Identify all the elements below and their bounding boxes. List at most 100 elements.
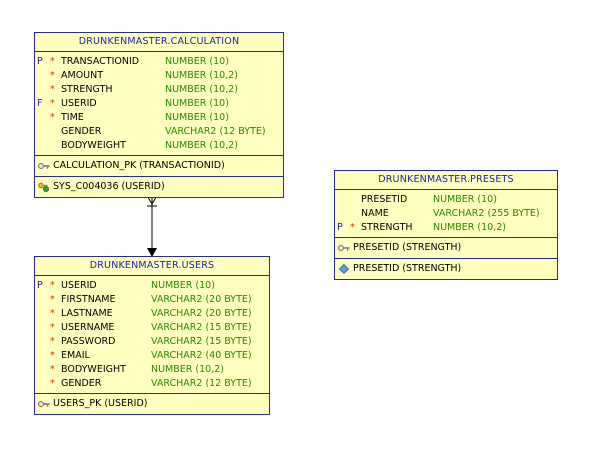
table-calculation[interactable]: DRUNKENMASTER.CALCULATION P * TRANSACTIONI… — [34, 32, 284, 198]
column-type: VARCHAR2 (12 BYTE) — [151, 378, 252, 389]
indexes-section: PRESETID (STRENGTH) — [335, 259, 557, 279]
required-mark: * — [50, 378, 55, 389]
column-type: VARCHAR2 (20 BYTE) — [151, 308, 252, 319]
column-flag: F — [37, 98, 43, 109]
column-type: NUMBER (10,2) — [433, 222, 506, 233]
column-row[interactable]: * EMAIL VARCHAR2 (40 BYTE) — [35, 349, 269, 363]
column-type: NUMBER (10) — [165, 112, 229, 123]
column-name: TIME — [61, 112, 84, 123]
column-row[interactable]: F * USERID NUMBER (10) — [35, 97, 283, 111]
arrow-head — [147, 248, 157, 257]
column-name: AMOUNT — [61, 70, 104, 81]
column-type: NUMBER (10) — [433, 194, 497, 205]
constraint-label: SYS_C004036 (USERID) — [53, 181, 165, 192]
column-name: TRANSACTIONID — [61, 56, 140, 67]
column-name: GENDER — [61, 126, 102, 137]
column-row[interactable]: GENDER VARCHAR2 (12 BYTE) — [35, 125, 283, 139]
column-name: USERID — [61, 98, 97, 109]
column-type: VARCHAR2 (15 BYTE) — [151, 322, 252, 333]
column-type: VARCHAR2 (255 BYTE) — [433, 208, 540, 219]
column-row[interactable]: * GENDER VARCHAR2 (12 BYTE) — [35, 377, 269, 391]
column-row[interactable]: * LASTNAME VARCHAR2 (20 BYTE) — [35, 307, 269, 321]
column-name: EMAIL — [61, 350, 90, 361]
column-name: PRESETID — [361, 194, 408, 205]
table-presets[interactable]: DRUNKENMASTER.PRESETS PRESETID NUMBER (10… — [334, 170, 558, 280]
required-mark: * — [50, 322, 55, 333]
column-type: NUMBER (10) — [165, 56, 229, 67]
key-label: PRESETID (STRENGTH) — [353, 242, 462, 253]
column-name: LASTNAME — [61, 308, 113, 319]
column-row[interactable]: NAME VARCHAR2 (255 BYTE) — [335, 207, 557, 221]
column-row[interactable]: PRESETID NUMBER (10) — [335, 193, 557, 207]
diamond-icon — [338, 264, 350, 274]
column-type: NUMBER (10) — [151, 280, 215, 291]
key-row[interactable]: PRESETID (STRENGTH) — [335, 240, 557, 256]
constraints-section: SYS_C004036 (USERID) — [35, 177, 283, 197]
column-row[interactable]: * AMOUNT NUMBER (10,2) — [35, 69, 283, 83]
columns-section: PRESETID NUMBER (10) NAME VARCHAR2 (255 BYT… — [335, 190, 557, 238]
required-mark: * — [50, 84, 55, 95]
column-row[interactable]: BODYWEIGHT NUMBER (10,2) — [35, 139, 283, 153]
column-name: BODYWEIGHT — [61, 140, 126, 151]
index-row[interactable]: PRESETID (STRENGTH) — [335, 261, 557, 277]
constraint-row[interactable]: SYS_C004036 (USERID) — [35, 179, 283, 195]
keys-section: USERS_PK (USERID) — [35, 394, 269, 414]
key-label: CALCULATION_PK (TRANSACTIONID) — [53, 160, 225, 171]
column-name: GENDER — [61, 378, 102, 389]
required-mark: * — [50, 294, 55, 305]
column-type: VARCHAR2 (12 BYTE) — [165, 126, 266, 137]
key-icon — [38, 163, 50, 169]
column-name: STRENGTH — [361, 222, 413, 233]
column-type: NUMBER (10,2) — [165, 140, 238, 151]
required-mark: * — [50, 280, 55, 291]
key-label: USERS_PK (USERID) — [53, 398, 148, 409]
table-users[interactable]: DRUNKENMASTER.USERS P * USERID NUMBER (10) *… — [34, 256, 270, 415]
table-title: DRUNKENMASTER.USERS — [35, 257, 269, 276]
column-row[interactable]: P * USERID NUMBER (10) — [35, 279, 269, 293]
key-icon — [38, 401, 50, 407]
column-row[interactable]: * USERNAME VARCHAR2 (15 BYTE) — [35, 321, 269, 335]
column-row[interactable]: P * TRANSACTIONID NUMBER (10) — [35, 55, 283, 69]
column-name: STRENGTH — [61, 84, 113, 95]
required-mark: * — [50, 350, 55, 361]
required-mark: * — [50, 70, 55, 81]
index-label: PRESETID (STRENGTH) — [353, 263, 462, 274]
required-mark: * — [50, 336, 55, 347]
column-name: PASSWORD — [61, 336, 116, 347]
fk-constraint-icon — [38, 182, 49, 192]
column-row[interactable]: * FIRSTNAME VARCHAR2 (20 BYTE) — [35, 293, 269, 307]
column-row[interactable]: P * STRENGTH NUMBER (10,2) — [335, 221, 557, 235]
required-mark: * — [350, 222, 355, 233]
key-row[interactable]: CALCULATION_PK (TRANSACTIONID) — [35, 158, 283, 174]
keys-section: PRESETID (STRENGTH) — [335, 238, 557, 259]
column-type: NUMBER (10,2) — [165, 70, 238, 81]
columns-section: P * TRANSACTIONID NUMBER (10) * AMOUNT NUMBER … — [35, 52, 283, 156]
column-row[interactable]: * BODYWEIGHT NUMBER (10,2) — [35, 363, 269, 377]
table-title: DRUNKENMASTER.CALCULATION — [35, 33, 283, 52]
required-mark: * — [50, 308, 55, 319]
column-flag: P — [37, 280, 43, 291]
column-name: FIRSTNAME — [61, 294, 116, 305]
column-name: NAME — [361, 208, 389, 219]
column-type: NUMBER (10) — [165, 98, 229, 109]
column-type: VARCHAR2 (20 BYTE) — [151, 294, 252, 305]
column-flag: P — [337, 222, 343, 233]
column-type: NUMBER (10,2) — [151, 364, 224, 375]
key-row[interactable]: USERS_PK (USERID) — [35, 396, 269, 412]
required-mark: * — [50, 98, 55, 109]
keys-section: CALCULATION_PK (TRANSACTIONID) — [35, 156, 283, 177]
column-type: VARCHAR2 (40 BYTE) — [151, 350, 252, 361]
column-flag: P — [37, 56, 43, 67]
required-mark: * — [50, 56, 55, 67]
table-title: DRUNKENMASTER.PRESETS — [335, 171, 557, 190]
key-icon — [338, 245, 350, 251]
column-name: BODYWEIGHT — [61, 364, 126, 375]
column-name: USERID — [61, 280, 97, 291]
column-name: USERNAME — [61, 322, 115, 333]
required-mark: * — [50, 364, 55, 375]
columns-section: P * USERID NUMBER (10) * FIRSTNAME VARCHAR2 (2… — [35, 276, 269, 394]
